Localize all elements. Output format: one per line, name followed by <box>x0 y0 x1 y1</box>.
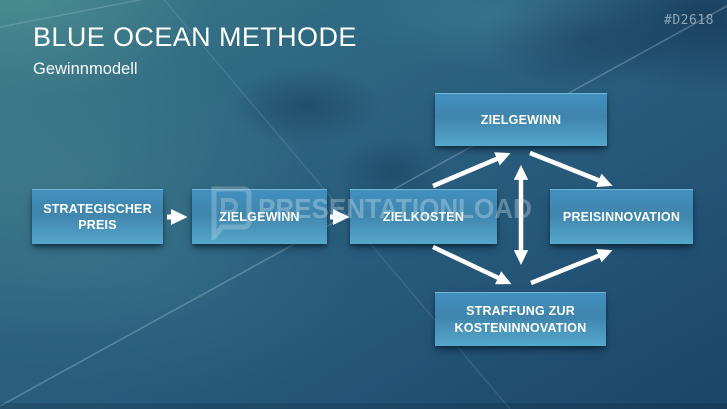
diamond-box-straffung-kosteninnovation: STRAFFUNG ZUR KOSTENINNOVATION <box>435 292 606 346</box>
diamond-box-preisinnovation: PREISINNOVATION <box>550 189 693 244</box>
arrow-straffung-to-preisinnovation <box>530 249 613 286</box>
flow-box-label: ZIELKOSTEN <box>382 209 465 224</box>
arrow-zielgewinn-top-to-preisinnovation <box>529 150 613 188</box>
diamond-box-zielgewinn-top: ZIELGEWINN <box>435 93 607 146</box>
flow-box-zielkosten: ZIELKOSTEN <box>350 189 497 244</box>
flow-box-zielgewinn: ZIELGEWINN <box>192 189 327 244</box>
flow-box-label: STRATEGISCHER PREIS <box>43 201 152 233</box>
slide-code-badge: #D2618 <box>664 13 714 28</box>
diamond-box-label: PREISINNOVATION <box>562 209 681 224</box>
flow-box-label: ZIELGEWINN <box>219 209 300 224</box>
flow-box-strategischer-preis: STRATEGISCHER PREIS <box>32 189 163 244</box>
page-subtitle: Gewinnmodell <box>33 60 138 79</box>
arrow-zielkosten-to-straffung <box>432 244 512 285</box>
slide-header: BLUE OCEAN METHODE Gewinnmodell <box>33 22 357 79</box>
arrow-zielkosten-to-zielgewinn-top <box>432 152 511 189</box>
bottom-edge-strip <box>0 403 727 409</box>
page-title: BLUE OCEAN METHODE <box>33 22 357 52</box>
diamond-box-label: ZIELGEWINN <box>480 112 562 127</box>
diamond-box-label: STRAFFUNG ZUR KOSTENINNOVATION <box>454 304 587 335</box>
